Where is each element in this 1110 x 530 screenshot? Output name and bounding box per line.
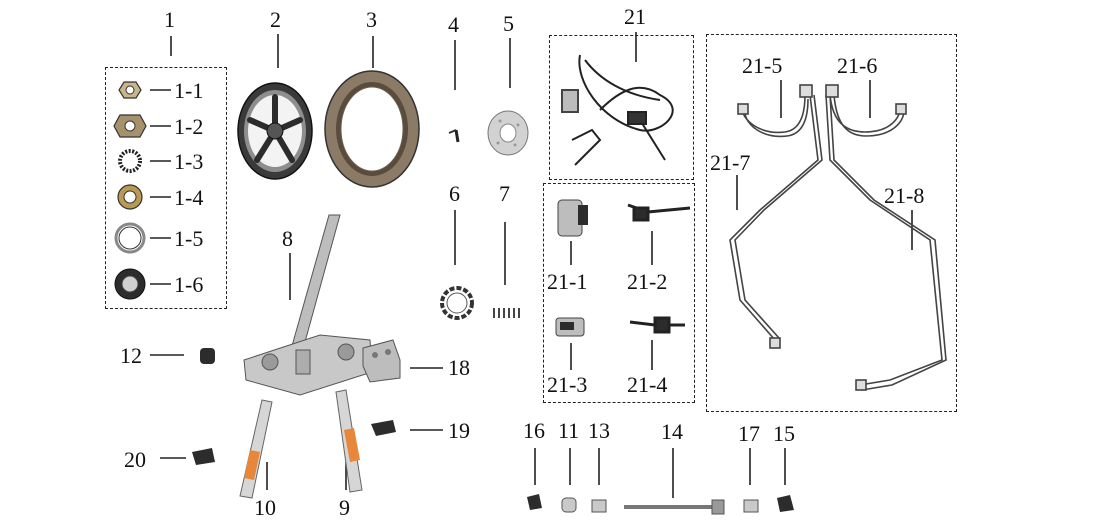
part-21-brake-assembly xyxy=(561,54,674,166)
part-3-tire xyxy=(324,70,420,188)
label-18: 18 xyxy=(448,355,470,380)
label-9: 9 xyxy=(339,495,350,520)
label-21-1: 21-1 xyxy=(547,269,588,294)
label-2: 2 xyxy=(270,7,281,32)
label-10: 10 xyxy=(254,495,276,520)
label-21-6: 21-6 xyxy=(837,53,878,78)
part-21-2-lever xyxy=(627,203,691,222)
label-20: 20 xyxy=(124,447,146,472)
part-21-4-lever xyxy=(629,316,685,334)
part-17-spacer xyxy=(743,499,759,513)
part-2-wheel-rim xyxy=(237,82,313,180)
part-7-bolts xyxy=(493,308,520,318)
part-4-valve xyxy=(448,129,460,143)
label-19: 19 xyxy=(448,418,470,443)
label-1-6: 1-6 xyxy=(174,272,204,297)
part-19-bracket xyxy=(371,420,396,436)
brake-hoses xyxy=(729,84,947,391)
part-9-fork-right xyxy=(335,389,363,493)
group-box-21-sub xyxy=(543,183,695,403)
group-box-21 xyxy=(549,35,694,180)
label-6: 6 xyxy=(449,181,460,206)
label-7: 7 xyxy=(499,181,510,206)
label-1-3: 1-3 xyxy=(174,149,204,174)
label-11: 11 xyxy=(558,418,580,443)
part-10-fork-left xyxy=(239,399,273,499)
label-16: 16 xyxy=(523,418,545,443)
label-12: 12 xyxy=(120,343,142,368)
label-21-8: 21-8 xyxy=(884,183,925,208)
leader-lines xyxy=(150,32,913,498)
part-13-spacer xyxy=(591,499,607,513)
part-11-collar xyxy=(561,497,577,513)
part-8-steering-stem xyxy=(243,214,373,396)
label-13: 13 xyxy=(588,418,610,443)
part-5-brake-disc xyxy=(487,110,529,156)
part-6-ring xyxy=(440,286,474,320)
part-12-bushing xyxy=(200,348,215,364)
group-box-hoses xyxy=(706,34,957,412)
label-21-4: 21-4 xyxy=(627,372,668,397)
part-18-clamp xyxy=(362,339,401,383)
label-1-4: 1-4 xyxy=(174,185,204,210)
label-1-5: 1-5 xyxy=(174,226,204,251)
group-box-1 xyxy=(105,67,227,309)
label-3: 3 xyxy=(366,7,377,32)
label-15: 15 xyxy=(773,421,795,446)
label-21: 21 xyxy=(624,4,646,29)
part-1-bearing-stack xyxy=(113,81,147,300)
label-8: 8 xyxy=(282,226,293,251)
part-21-3-master-cylinder xyxy=(555,317,585,337)
label-5: 5 xyxy=(503,11,514,36)
label-4: 4 xyxy=(448,12,459,37)
part-15-cap xyxy=(777,495,794,512)
label-1: 1 xyxy=(164,7,175,32)
part-21-1-caliper xyxy=(557,199,588,237)
label-21-7: 21-7 xyxy=(710,150,751,175)
part-14-axle xyxy=(624,499,725,515)
label-21-3: 21-3 xyxy=(547,372,588,397)
label-21-2: 21-2 xyxy=(627,269,668,294)
label-1-2: 1-2 xyxy=(174,114,204,139)
part-16-cap xyxy=(527,494,542,510)
label-1-1: 1-1 xyxy=(174,78,204,103)
label-21-5: 21-5 xyxy=(742,53,783,78)
label-17: 17 xyxy=(738,421,760,446)
label-14: 14 xyxy=(661,419,683,444)
part-20-bracket xyxy=(192,448,215,465)
